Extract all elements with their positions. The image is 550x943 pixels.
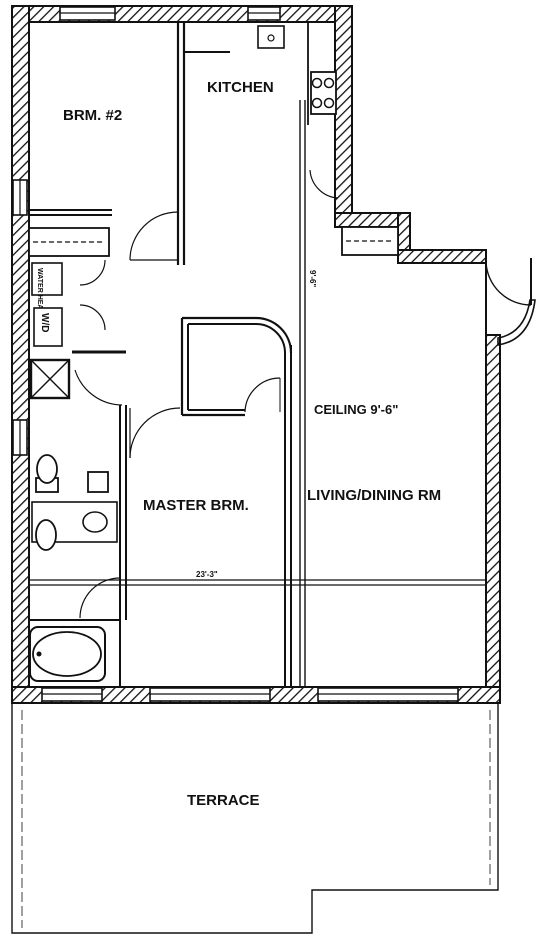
door-swings (74, 169, 339, 619)
master-bedroom-label: MASTER BRM. (143, 497, 249, 514)
windows (12, 6, 459, 702)
stove-icon (310, 71, 337, 115)
span-dimension-label: 23'-3" (196, 570, 218, 579)
terrace-outline (11, 703, 499, 934)
fixtures: WATER HEATER W/D (28, 25, 399, 682)
bay-door (485, 258, 536, 346)
kitchen-label: KITCHEN (207, 79, 274, 96)
bathtub-icon (29, 626, 106, 682)
living-dining-label: LIVING/DINING RM (307, 487, 441, 504)
terrace-label: TERRACE (187, 792, 260, 809)
washer-dryer-label: W/D (39, 313, 50, 332)
water-heater-label: WATER HEATER (36, 268, 43, 323)
ceiling-label: CEILING 9'-6" (314, 402, 398, 417)
toilet-icon (35, 454, 59, 493)
bedroom2-label: BRM. #2 (63, 107, 122, 124)
interior-walls (29, 22, 486, 687)
vertical-dimension-label: 9'-6" (308, 270, 317, 287)
